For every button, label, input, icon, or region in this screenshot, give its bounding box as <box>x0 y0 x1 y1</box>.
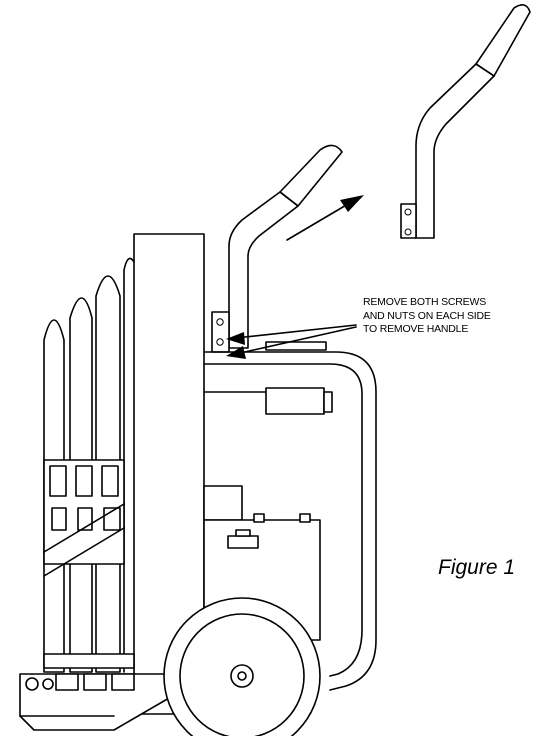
frame-rail <box>203 341 377 691</box>
removal-instruction-callout: REMOVE BOTH SCREWS AND NUTS ON EACH SIDE… <box>363 296 533 337</box>
detached-handle <box>400 4 531 239</box>
figure-label: Figure 1 <box>438 556 516 579</box>
wheel <box>163 597 321 736</box>
callout-line-2: AND NUTS ON EACH SIDE <box>363 309 491 322</box>
base-chassis <box>19 673 177 731</box>
sheave-assembly <box>43 257 135 673</box>
callout-line-3: TO REMOVE HANDLE <box>363 323 469 336</box>
callout-leader-arrows <box>226 324 357 359</box>
callout-line-1: REMOVE BOTH SCREWS <box>363 296 486 308</box>
attached-handle <box>211 144 343 353</box>
removal-direction-arrow <box>286 195 364 241</box>
